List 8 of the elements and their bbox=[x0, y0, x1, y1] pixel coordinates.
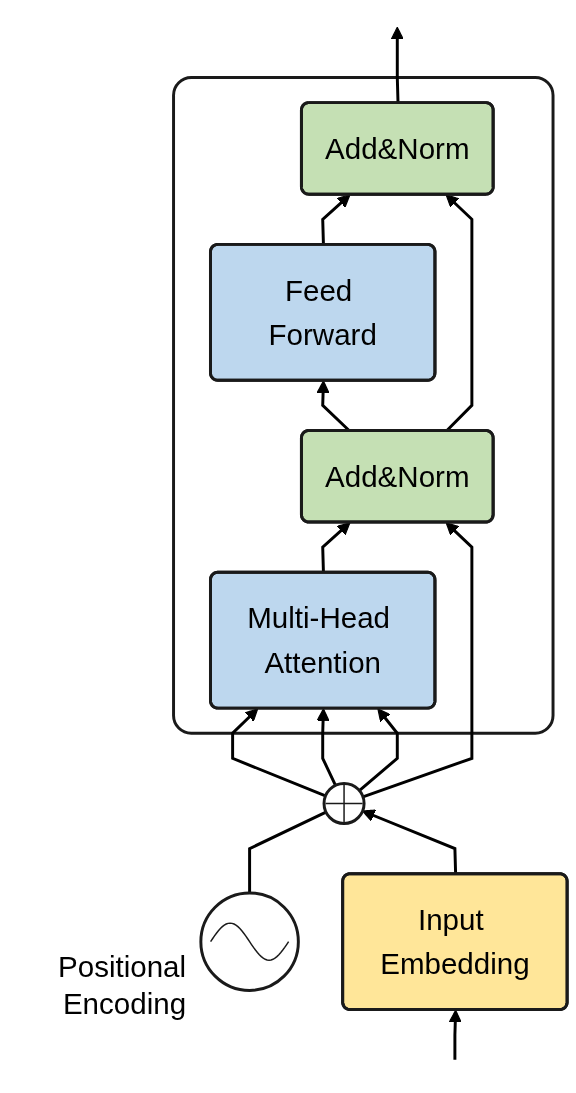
node-caption: Positional Encoding bbox=[57, 949, 187, 1022]
node-circle bbox=[199, 891, 300, 992]
arrow bbox=[362, 522, 474, 799]
arrow bbox=[358, 708, 399, 792]
connector bbox=[248, 810, 327, 893]
arrow bbox=[316, 708, 337, 786]
arrow bbox=[231, 708, 327, 798]
arrow bbox=[448, 1009, 462, 1060]
